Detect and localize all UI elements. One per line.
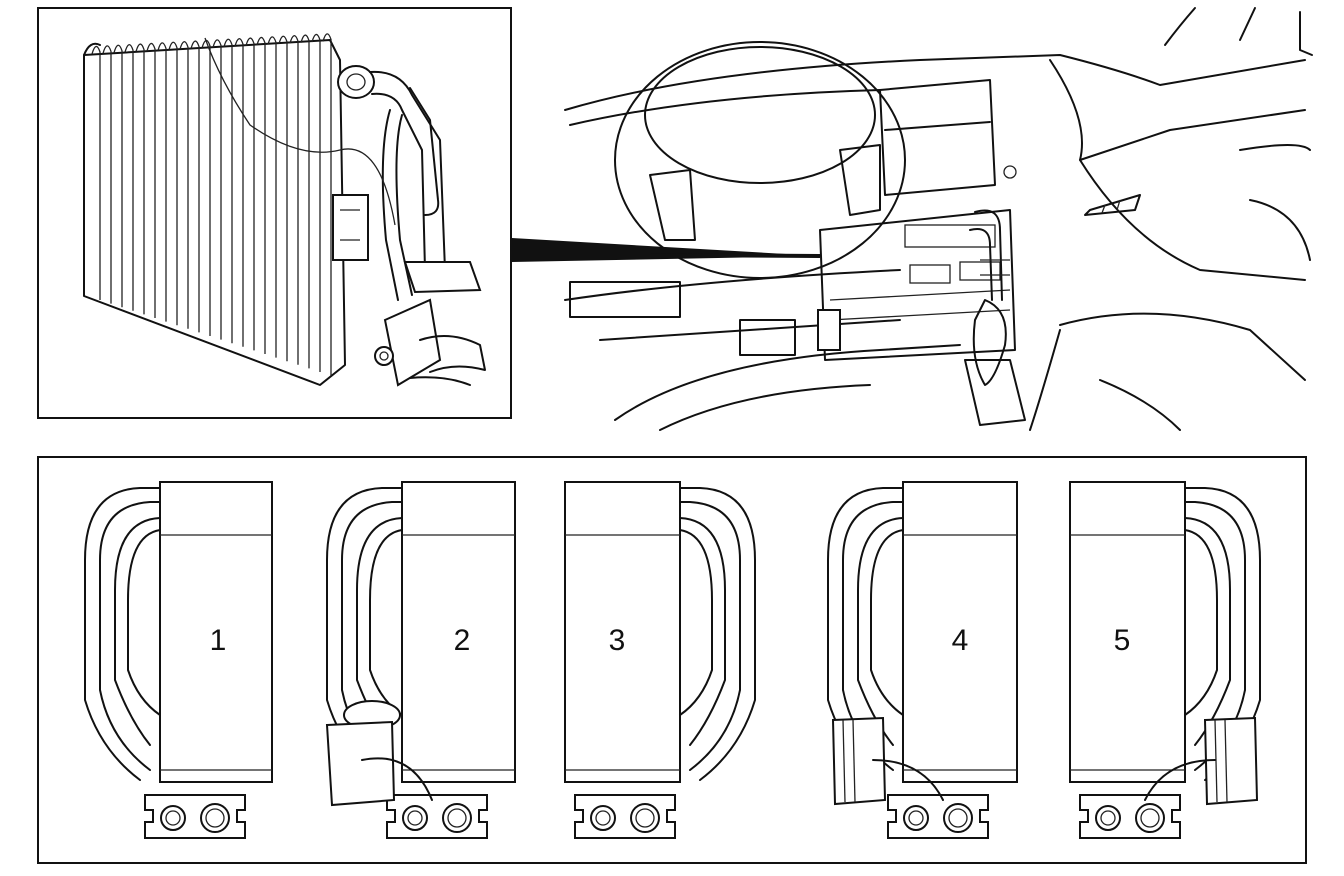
variant-core (1069, 481, 1186, 783)
evaporator-core (83, 33, 346, 386)
variant-pipe (679, 487, 756, 781)
evaporator-panel-frame (37, 7, 512, 419)
variant-5 (1069, 481, 1261, 839)
variants-panel-frame (37, 456, 1307, 864)
evaporator-pipes-hidden (969, 209, 1010, 301)
variant-2 (325, 481, 516, 839)
steering-wheel (614, 41, 906, 279)
variant-flange (386, 794, 488, 839)
variant-pipe (84, 487, 161, 781)
evaporator-pipes (204, 37, 486, 387)
variant-core (564, 481, 681, 783)
variant-labels: 1 2 3 4 5 (210, 624, 1131, 657)
expansion-valve (325, 700, 433, 807)
variant-label-2: 2 (454, 624, 471, 657)
variant-core (401, 481, 516, 783)
dashboard-outline (564, 7, 1313, 431)
variant-3 (564, 481, 756, 839)
variant-core (159, 481, 273, 783)
variant-core (902, 481, 1018, 783)
variant-flange (887, 794, 989, 839)
evaporator-detail-panel (37, 7, 512, 419)
center-console (817, 209, 1026, 426)
variant-flange (144, 794, 246, 839)
variant-label-4: 4 (952, 624, 969, 657)
variant-flange (574, 794, 676, 839)
leader-line (512, 238, 821, 262)
variant-4 (827, 481, 1018, 839)
variant-label-5: 5 (1114, 624, 1131, 657)
variant-flange (1079, 794, 1181, 839)
variant-label-3: 3 (609, 624, 626, 657)
block-fitting (1144, 716, 1259, 806)
block-fitting (831, 716, 944, 806)
dashboard-view-panel (512, 7, 1313, 431)
variant-1 (84, 481, 273, 839)
variants-panel: 1 2 3 4 5 (37, 456, 1307, 864)
instrument-cluster (879, 79, 1017, 196)
vent-slots (569, 194, 1141, 356)
variant-label-1: 1 (210, 624, 227, 657)
